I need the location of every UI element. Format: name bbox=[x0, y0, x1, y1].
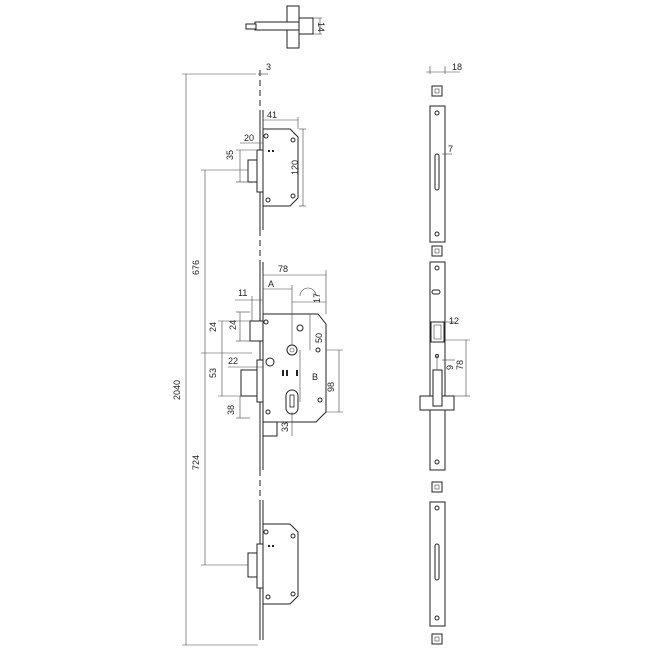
dim-24a-label: 24 bbox=[228, 320, 238, 330]
dim-53-label: 53 bbox=[208, 368, 218, 378]
lower-slot bbox=[434, 543, 440, 581]
main-lock-case bbox=[262, 313, 327, 423]
lower-lock bbox=[247, 523, 299, 605]
dim-24b-label: 24 bbox=[208, 322, 218, 332]
dim-50-label: 50 bbox=[314, 333, 324, 343]
main-lock: 78 A 11 17 24 24 50 22 53 B 98 38 bbox=[208, 264, 343, 437]
strike-bottom bbox=[431, 633, 443, 645]
dim-38-label: 38 bbox=[226, 405, 236, 415]
dim-78-label: 78 bbox=[278, 264, 288, 274]
side-faceplate-main bbox=[429, 261, 446, 471]
side-view: 18 7 12 9 78 bbox=[419, 62, 470, 645]
dim-top-14: 14 bbox=[316, 22, 326, 32]
top-detail-bolt bbox=[254, 21, 300, 31]
strike-top bbox=[431, 85, 443, 97]
dim-17-label: 17 bbox=[312, 293, 322, 303]
top-detail-tip bbox=[245, 23, 257, 30]
dim-12-label: 12 bbox=[449, 316, 459, 326]
main-lock-slot bbox=[256, 359, 264, 403]
main-lock-latch bbox=[249, 320, 264, 342]
dim-98-label: 98 bbox=[326, 382, 336, 392]
dim-overall-height: 2040 bbox=[172, 74, 258, 646]
dim-2040-label: 2040 bbox=[172, 380, 182, 400]
side-deadbolt-slot bbox=[432, 369, 443, 407]
dim-35-label: 35 bbox=[225, 150, 235, 160]
dim-41-label: 41 bbox=[267, 110, 277, 120]
upper-lock-case bbox=[262, 128, 299, 207]
dim-20-label: 20 bbox=[244, 133, 254, 143]
main-lock-tab bbox=[262, 421, 278, 437]
dim-18-label: 18 bbox=[452, 62, 462, 72]
dim-724-label: 724 bbox=[191, 455, 201, 470]
dim-3-label: 3 bbox=[266, 62, 271, 72]
upper-lock: 41 20 35 120 bbox=[225, 110, 306, 207]
top-detail: 14 bbox=[245, 5, 326, 49]
dim-plate-thickness: 3 bbox=[182, 62, 271, 75]
lower-lock-case bbox=[262, 523, 299, 605]
dim-7-label: 7 bbox=[448, 144, 453, 154]
upper-slot bbox=[434, 153, 440, 191]
side-faceplate-lower bbox=[429, 501, 446, 627]
strike-mid-top bbox=[431, 245, 443, 257]
upper-lock-slot bbox=[256, 149, 264, 193]
dim-120-label: 120 bbox=[290, 160, 300, 175]
dim-lock-spacing: 676 724 bbox=[191, 169, 252, 566]
dim-33-label: 33 bbox=[280, 422, 290, 432]
cylinder-hole bbox=[285, 389, 299, 415]
label-a: A bbox=[268, 279, 274, 289]
label-b: B bbox=[312, 372, 318, 382]
strike-mid-bottom bbox=[431, 481, 443, 493]
dim-11-label: 11 bbox=[238, 288, 247, 298]
dim-78-side-label: 78 bbox=[455, 360, 465, 370]
top-detail-block bbox=[298, 17, 314, 35]
dim-9-label: 9 bbox=[445, 365, 455, 370]
dim-22-label: 22 bbox=[228, 356, 238, 366]
side-faceplate-upper bbox=[429, 105, 446, 243]
dim-676-label: 676 bbox=[191, 260, 201, 275]
lower-lock-slot bbox=[256, 543, 264, 589]
